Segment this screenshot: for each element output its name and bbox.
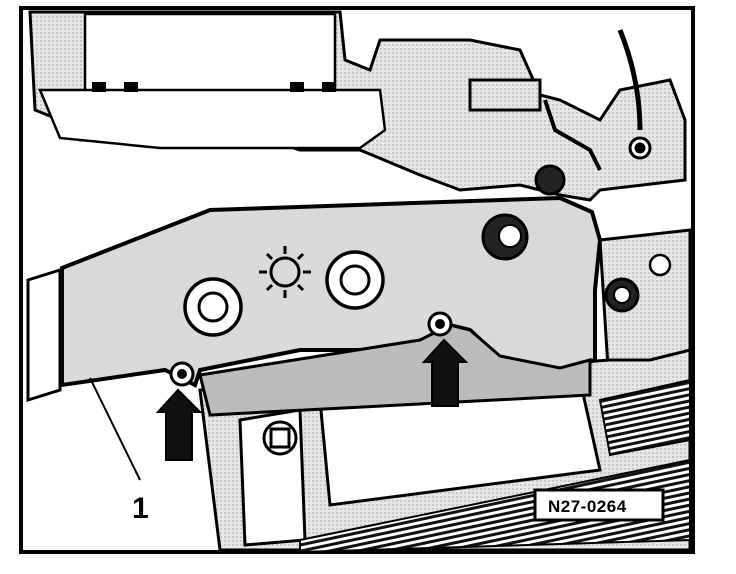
arrow-up-icon-left <box>155 388 203 461</box>
highlighted-hole-icon <box>259 246 311 298</box>
reference-code-box: N27-0264 <box>533 488 665 522</box>
bracket-hole-right <box>325 250 385 310</box>
bracket-nut-left <box>169 361 195 387</box>
reference-code: N27-0264 <box>548 497 627 516</box>
bracket-bolt-top <box>481 213 529 261</box>
connector-assembly <box>468 29 652 196</box>
bumper-grille-upper <box>598 378 691 457</box>
frame-hole <box>648 253 672 277</box>
callout-number: 1 <box>132 492 149 525</box>
housing-tab-2 <box>124 82 138 92</box>
callout-leader-line <box>89 377 141 481</box>
housing-tab-3 <box>290 82 304 92</box>
upper-housing-inner <box>83 12 337 94</box>
bumper-grille <box>299 458 691 554</box>
bracket-nut-right <box>427 311 453 337</box>
housing-tab-4 <box>322 82 336 92</box>
bracket-hole-left <box>183 277 243 337</box>
frame-bolt-right <box>604 277 640 313</box>
frame-bolt-left <box>262 420 298 456</box>
housing-tab-1 <box>92 82 106 92</box>
arrow-up-icon-right <box>421 338 469 407</box>
upper-housing-ledge <box>38 88 387 150</box>
